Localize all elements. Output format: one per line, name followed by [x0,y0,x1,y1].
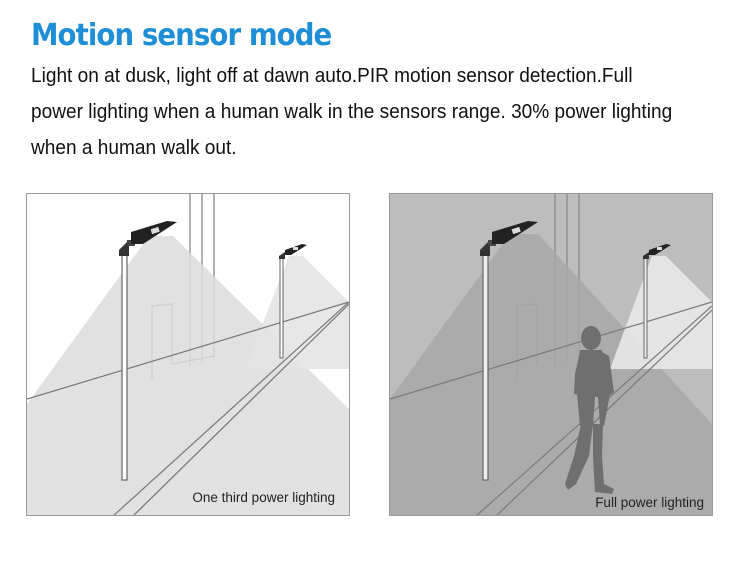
street-lamp-near [119,221,177,481]
mode-description: Light on at dusk, light off at dawn auto… [31,64,673,159]
light-cone-near [27,236,349,515]
street-scene-dim [27,194,349,515]
street-lamp-far [279,244,307,359]
light-cone-near-full [390,234,712,515]
street-scene-bright [390,194,712,515]
street-lamp-near [480,221,538,481]
power-level-caption: Full power lighting [595,495,704,510]
illustration-one-third-power: One third power lighting [26,193,350,516]
ground-lines [27,301,349,515]
light-cone-far [610,256,712,369]
power-level-caption: One third power lighting [192,490,335,505]
light-cone-far [245,256,349,369]
page-title: Motion sensor mode [31,18,332,53]
street-lamp-far [643,244,671,359]
illustration-full-power: Full power lighting [389,193,713,516]
walking-person-figure [565,326,614,494]
